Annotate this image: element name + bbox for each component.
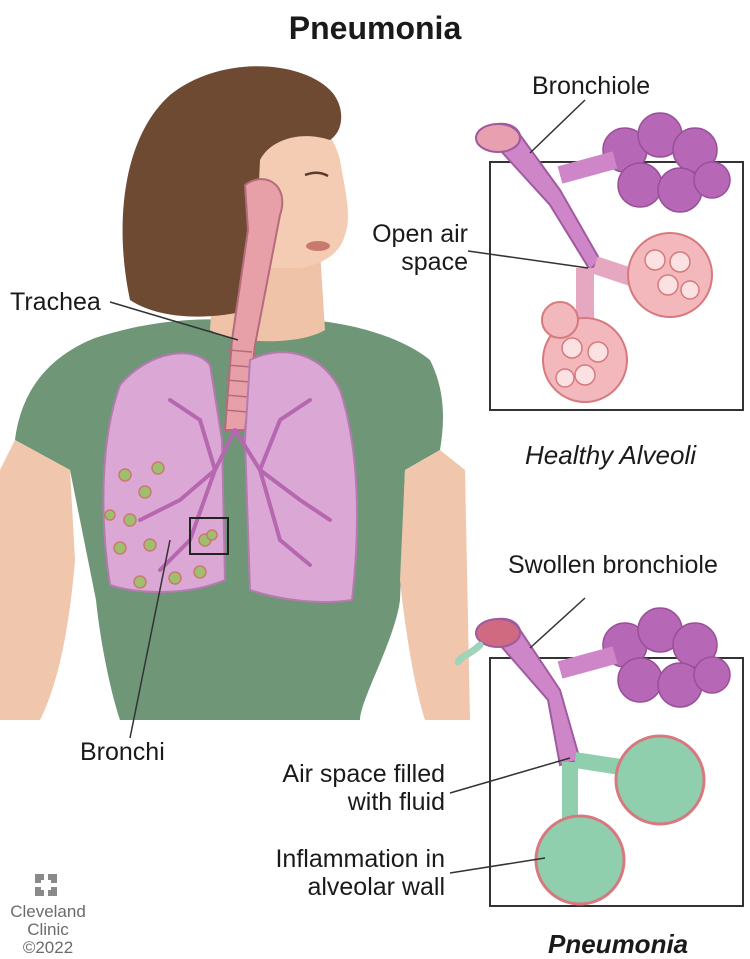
- person-illustration: [0, 66, 470, 738]
- caption-pneumonia: Pneumonia: [548, 929, 688, 959]
- label-bronchiole: Bronchiole: [532, 72, 650, 100]
- page-title: Pneumonia: [0, 10, 750, 46]
- label-inflammation-line1: Inflammation in: [240, 845, 445, 873]
- right-arm: [400, 450, 470, 720]
- label-trachea: Trachea: [10, 288, 101, 316]
- label-bronchi: Bronchi: [80, 738, 165, 766]
- healthy-alveoli-illustration: [468, 100, 743, 410]
- cleveland-clinic-logo-icon: [35, 874, 57, 896]
- caption-healthy-alveoli: Healthy Alveoli: [525, 440, 696, 470]
- left-arm: [0, 440, 75, 720]
- logo-name-line1: Cleveland: [8, 902, 88, 922]
- logo-copyright: ©2022: [8, 938, 88, 958]
- label-swollen-bronchiole: Swollen bronchiole: [508, 551, 718, 579]
- label-fluid-line2: with fluid: [240, 788, 445, 816]
- pneumonia-alveoli-illustration: [450, 598, 743, 906]
- label-open-air-line1: Open air: [350, 220, 468, 248]
- label-open-air-line2: space: [350, 248, 468, 276]
- label-inflammation-line2: alveolar wall: [240, 873, 445, 901]
- label-fluid-line1: Air space filled: [240, 760, 445, 788]
- logo-name-line2: Clinic: [8, 920, 88, 940]
